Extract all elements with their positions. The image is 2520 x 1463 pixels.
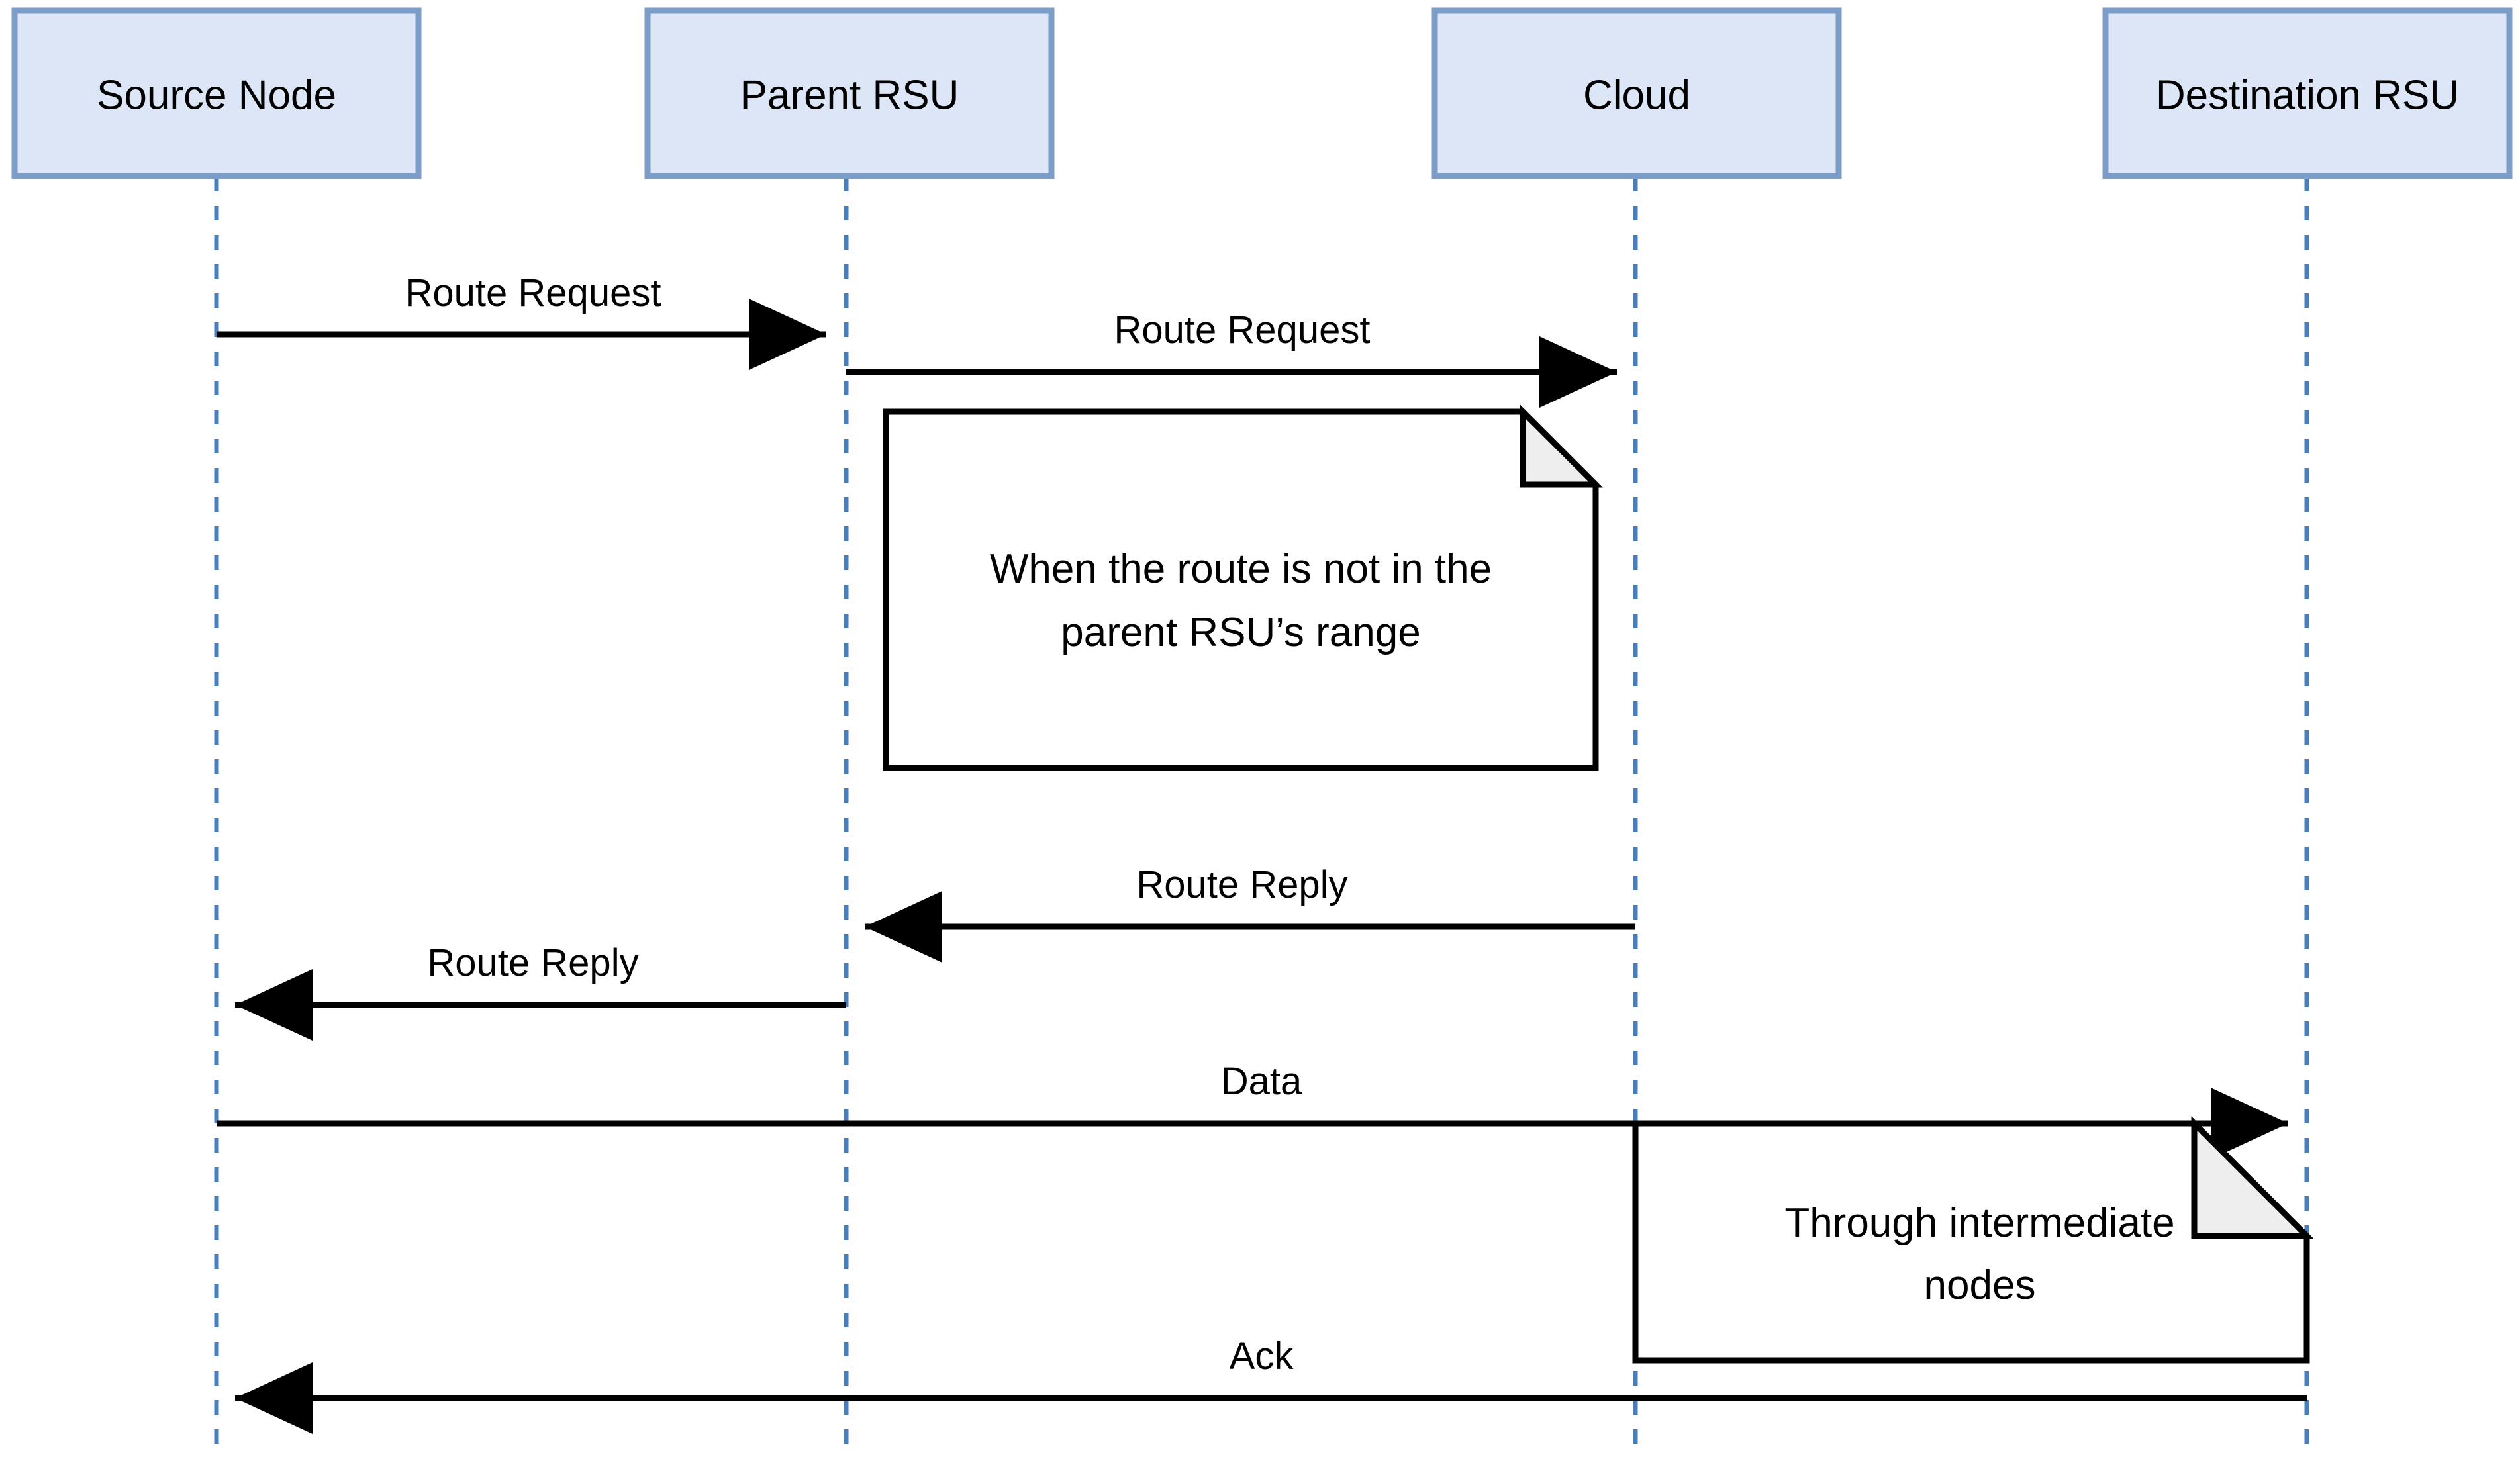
message-label-route-request-1: Route Request (405, 271, 661, 314)
participant-box-source-node[interactable] (11, 7, 422, 179)
note-line-2-intermediate-nodes: nodes (1924, 1262, 2036, 1308)
participant-label-destination-rsu: Destination RSU (2156, 72, 2459, 118)
participant-box-destination-rsu[interactable] (2102, 7, 2513, 179)
message-label-route-request-2: Route Request (1114, 308, 1371, 352)
message-label-ack: Ack (1230, 1335, 1294, 1378)
message-data[interactable]: Data (217, 1060, 2288, 1159)
note-body-parent-rsu-range[interactable] (883, 408, 1599, 771)
message-route-request-2[interactable]: Route Request (846, 308, 1617, 408)
message-label-route-reply-2: Route Reply (427, 941, 638, 984)
message-route-reply-1[interactable]: Route Reply (865, 863, 1635, 963)
participant-destination-rsu[interactable]: Destination RSU (2102, 7, 2513, 179)
note-parent-rsu-range[interactable]: When the route is not in the parent RSU’… (883, 404, 1603, 771)
participant-box-parent-rsu[interactable] (644, 7, 1055, 179)
note-fold-intermediate-nodes (2191, 1116, 2314, 1239)
participant-box-cloud[interactable] (1431, 7, 1842, 179)
participant-source-node[interactable]: Source Node (11, 7, 422, 179)
participant-cloud[interactable]: Cloud (1431, 7, 1842, 179)
message-label-data: Data (1221, 1060, 1302, 1103)
note-line-2-parent-rsu-range: parent RSU’s range (1061, 610, 1420, 655)
participant-label-cloud: Cloud (1583, 72, 1690, 118)
note-line-1-intermediate-nodes: Through intermediate (1784, 1200, 2174, 1246)
message-ack[interactable]: Ack (235, 1335, 2307, 1434)
note-line-1-parent-rsu-range: When the route is not in the (990, 546, 1492, 592)
message-route-request-1[interactable]: Route Request (217, 271, 826, 370)
participant-label-parent-rsu: Parent RSU (740, 72, 959, 118)
note-body-intermediate-nodes[interactable] (1632, 1120, 2310, 1364)
message-route-reply-2[interactable]: Route Reply (235, 941, 846, 1041)
message-label-route-reply-1: Route Reply (1136, 863, 1347, 906)
participant-label-source-node: Source Node (97, 72, 336, 118)
participant-parent-rsu[interactable]: Parent RSU (644, 7, 1055, 179)
note-intermediate-nodes[interactable]: Through intermediate nodes (1632, 1116, 2314, 1364)
note-fold-parent-rsu-range (1520, 404, 1603, 488)
